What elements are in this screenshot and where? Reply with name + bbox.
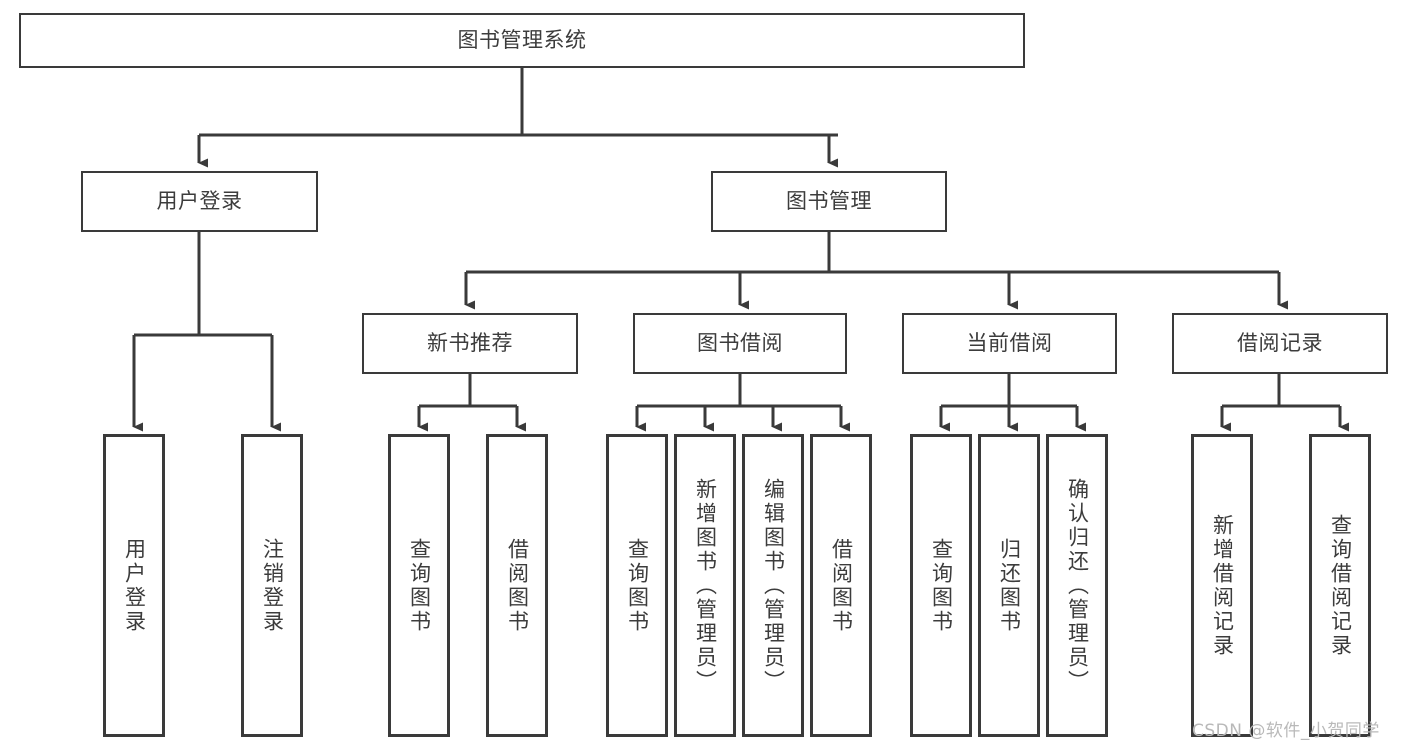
leaf-book-borrow-edit-admin[interactable]: 编辑图书（管理员）	[742, 434, 804, 737]
node-label: 查询图书	[407, 537, 432, 634]
leaf-current-borrow-return[interactable]: 归还图书	[978, 434, 1040, 737]
leaf-borrow-record-query[interactable]: 查询借阅记录	[1309, 434, 1371, 737]
node-label: 图书管理系统	[457, 28, 587, 53]
leaf-current-borrow-confirm-admin[interactable]: 确认归还（管理员）	[1046, 434, 1108, 737]
node-book-management[interactable]: 图书管理	[711, 171, 947, 232]
node-label: 当前借阅	[966, 331, 1053, 356]
node-label: 编辑图书（管理员）	[761, 477, 786, 694]
node-new-book-recommend[interactable]: 新书推荐	[362, 313, 578, 374]
node-label: 查询借阅记录	[1328, 513, 1353, 658]
node-borrow-record[interactable]: 借阅记录	[1172, 313, 1388, 374]
leaf-user-login-signin[interactable]: 用户登录	[103, 434, 165, 737]
node-label: 确认归还（管理员）	[1065, 477, 1090, 694]
leaf-current-borrow-query[interactable]: 查询图书	[910, 434, 972, 737]
leaf-new-book-borrow[interactable]: 借阅图书	[486, 434, 548, 737]
node-label: 归还图书	[997, 537, 1022, 634]
node-label: 用户登录	[122, 537, 147, 634]
node-label: 图书借阅	[697, 331, 783, 356]
csdn-watermark: CSDN @软件_小贺同学	[1192, 721, 1380, 741]
node-book-borrow[interactable]: 图书借阅	[633, 313, 847, 374]
leaf-book-borrow-query[interactable]: 查询图书	[606, 434, 668, 737]
node-label: 查询图书	[929, 537, 954, 634]
node-label: 新增借阅记录	[1210, 513, 1235, 658]
node-label: 图书管理	[786, 189, 872, 214]
node-label: 新增图书（管理员）	[693, 477, 718, 694]
leaf-book-borrow-add-admin[interactable]: 新增图书（管理员）	[674, 434, 736, 737]
leaf-new-book-query[interactable]: 查询图书	[388, 434, 450, 737]
node-label: 新书推荐	[427, 331, 513, 356]
leaf-user-login-signout[interactable]: 注销登录	[241, 434, 303, 737]
leaf-book-borrow-borrow[interactable]: 借阅图书	[810, 434, 872, 737]
node-label: 用户登录	[156, 189, 243, 214]
node-label: 借阅图书	[829, 537, 854, 634]
leaf-borrow-record-add[interactable]: 新增借阅记录	[1191, 434, 1253, 737]
node-label: 借阅记录	[1237, 331, 1323, 356]
node-root-system[interactable]: 图书管理系统	[19, 13, 1025, 68]
node-label: 借阅图书	[505, 537, 530, 634]
node-user-login[interactable]: 用户登录	[81, 171, 318, 232]
node-current-borrow[interactable]: 当前借阅	[902, 313, 1117, 374]
node-label: 注销登录	[260, 537, 285, 634]
node-label: 查询图书	[625, 537, 650, 634]
